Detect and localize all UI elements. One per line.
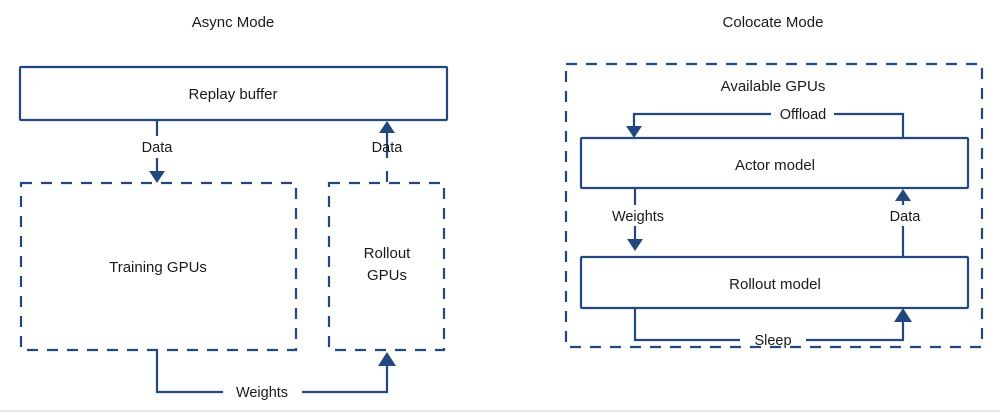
node-rollout-gpus[interactable]: Rollout GPUs <box>327 181 446 352</box>
replay-buffer-label: Replay buffer <box>189 86 278 103</box>
training-gpus-label: Training GPUs <box>109 259 207 276</box>
arrow-down-icon <box>627 239 643 251</box>
weights-line-right <box>302 366 389 394</box>
sleep-line-left <box>633 308 740 342</box>
edge-rollout-sleep: Sleep <box>633 308 912 349</box>
panel-colocate-mode: Colocate Mode Available GPUs Offload Act… <box>564 14 984 349</box>
edge-label-weights-colocate: Weights <box>612 209 664 225</box>
rollout-gpus-label-line2: GPUs <box>367 267 407 284</box>
edge-label-offload: Offload <box>780 107 827 123</box>
arrow-down-icon <box>149 171 165 183</box>
arrow-up-icon <box>894 308 912 322</box>
offload-line-left <box>632 112 771 126</box>
training-gpus-box[interactable] <box>19 181 298 352</box>
sleep-line-right <box>806 322 905 342</box>
edge-rollout-to-replay: Data <box>372 121 404 182</box>
node-training-gpus[interactable]: Training GPUs <box>19 181 298 352</box>
available-gpus-box[interactable] <box>564 62 984 349</box>
actor-model-box[interactable] <box>579 136 970 190</box>
node-rollout-model[interactable]: Rollout model <box>579 255 970 310</box>
panel-title-async: Async Mode <box>192 14 275 31</box>
edge-label-data-in: Data <box>142 140 174 156</box>
rollout-model-box[interactable] <box>579 255 970 310</box>
offload-line-right <box>834 112 905 138</box>
edge-rollout-to-actor: Data <box>890 189 922 257</box>
available-gpus-label: Available GPUs <box>721 78 826 95</box>
replay-buffer-box[interactable] <box>18 65 449 122</box>
rollout-gpus-box[interactable] <box>327 181 446 352</box>
weights-line-left <box>155 350 223 394</box>
panel-async-mode: Async Mode Replay buffer Data Data <box>18 14 449 401</box>
arrow-up-icon <box>378 352 396 366</box>
edge-actor-offload: Offload <box>626 107 905 138</box>
arrow-up-icon <box>895 189 911 201</box>
edge-label-data-out: Data <box>372 140 404 156</box>
edge-label-sleep: Sleep <box>754 333 791 349</box>
arrow-down-icon <box>626 126 642 138</box>
arrow-up-icon <box>379 121 395 133</box>
edge-training-to-rollout: Weights <box>155 350 396 401</box>
actor-model-label: Actor model <box>735 157 815 174</box>
node-replay-buffer[interactable]: Replay buffer <box>18 65 449 122</box>
group-available-gpus[interactable]: Available GPUs <box>564 62 984 349</box>
edge-label-data-colocate: Data <box>890 209 922 225</box>
rollout-gpus-label-line1: Rollout <box>364 245 412 262</box>
panel-title-colocate: Colocate Mode <box>723 14 824 31</box>
node-actor-model[interactable]: Actor model <box>579 136 970 190</box>
edge-actor-to-rollout: Weights <box>612 188 664 251</box>
rollout-model-label: Rollout model <box>729 276 821 293</box>
edge-label-weights: Weights <box>236 385 288 401</box>
edge-replay-to-training: Data <box>142 120 174 183</box>
